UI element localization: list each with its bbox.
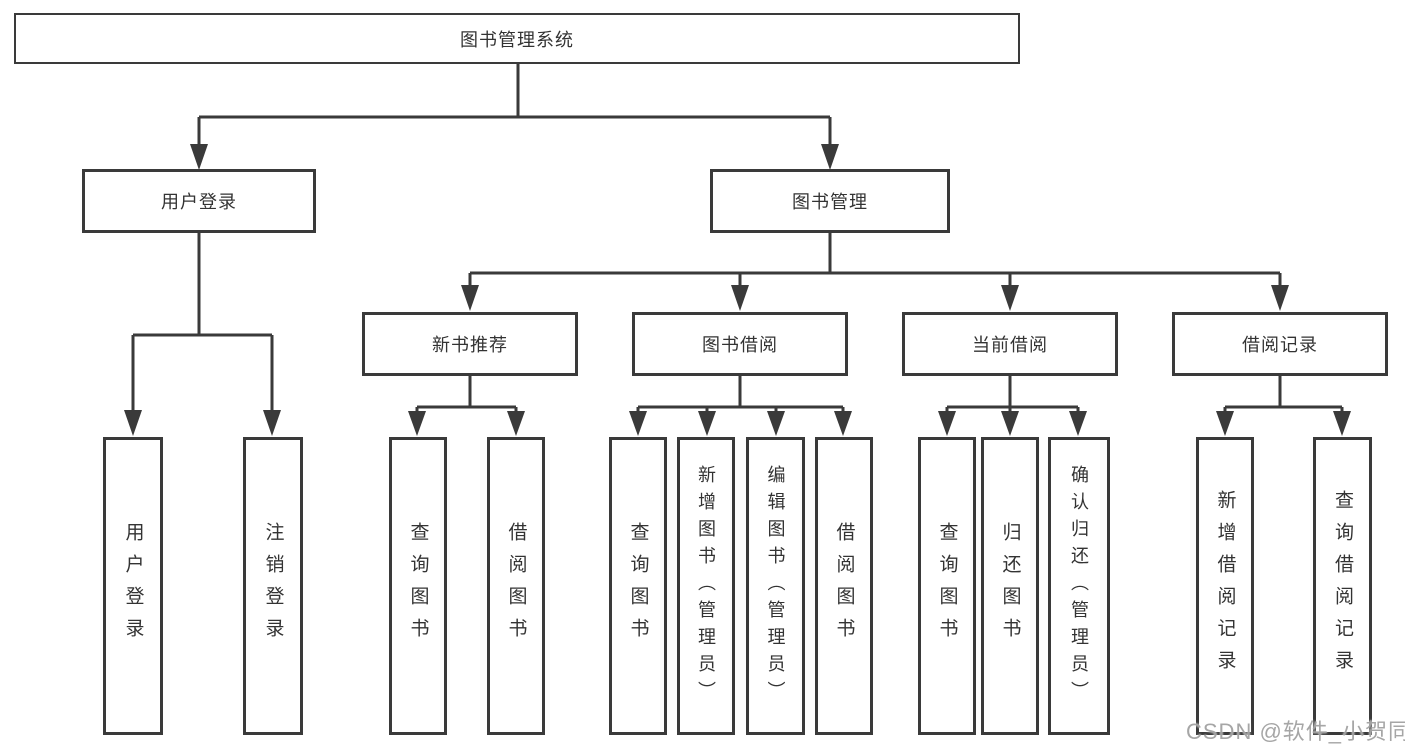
leaf-label: 查询借阅记录 — [1332, 490, 1353, 682]
node-new-book-recommendation: 新书推荐 — [362, 312, 578, 376]
node-label: 图书借阅 — [702, 335, 778, 355]
leaf-borrow-books: 借阅图书 — [815, 437, 873, 735]
leaf-add-borrow-record: 新增借阅记录 — [1196, 437, 1254, 735]
leaf-label: 借阅图书 — [505, 522, 527, 650]
leaf-add-books-admin: 新增图书（管理员） — [677, 437, 735, 735]
leaf-confirm-return-admin: 确认归还（管理员） — [1048, 437, 1110, 735]
leaf-label: 新增图书（管理员） — [696, 464, 716, 708]
node-label: 当前借阅 — [972, 335, 1048, 355]
node-borrowing-records: 借阅记录 — [1172, 312, 1388, 376]
node-system-root: 图书管理系统 — [14, 13, 1020, 64]
leaf-query-books-recommend: 查询图书 — [389, 437, 447, 735]
leaf-edit-books-admin: 编辑图书（管理员） — [746, 437, 805, 735]
leaf-user-login: 用户登录 — [103, 437, 163, 735]
leaf-label: 查询图书 — [407, 522, 429, 650]
leaf-label: 借阅图书 — [833, 522, 855, 650]
node-label: 借阅记录 — [1242, 335, 1318, 355]
node-book-borrowing: 图书借阅 — [632, 312, 848, 376]
leaf-label: 用户登录 — [122, 522, 144, 650]
leaf-label: 注销登录 — [262, 522, 284, 650]
node-label: 用户登录 — [161, 192, 237, 212]
leaf-label: 归还图书 — [999, 522, 1021, 650]
arrowhead-icons — [124, 144, 1351, 436]
csdn-watermark: CSDN @软件_小贺同学 — [1186, 719, 1405, 744]
leaf-return-books: 归还图书 — [981, 437, 1039, 735]
leaf-label: 新增借阅记录 — [1214, 490, 1236, 682]
node-label: 图书管理系统 — [460, 29, 574, 50]
node-user-login: 用户登录 — [82, 169, 316, 233]
node-label: 新书推荐 — [432, 335, 508, 355]
node-label: 图书管理 — [792, 192, 868, 212]
leaf-label: 查询图书 — [936, 522, 958, 650]
leaf-query-books-current: 查询图书 — [918, 437, 976, 735]
leaf-borrow-books-recommend: 借阅图书 — [487, 437, 545, 735]
leaf-query-books-borrow: 查询图书 — [609, 437, 667, 735]
node-current-borrowing: 当前借阅 — [902, 312, 1118, 376]
node-book-management: 图书管理 — [710, 169, 950, 233]
leaf-logout: 注销登录 — [243, 437, 303, 735]
leaf-label: 确认归还（管理员） — [1069, 464, 1089, 708]
leaf-query-borrow-record: 查询借阅记录 — [1313, 437, 1372, 735]
leaf-label: 查询图书 — [627, 522, 649, 650]
leaf-label: 编辑图书（管理员） — [765, 464, 786, 708]
